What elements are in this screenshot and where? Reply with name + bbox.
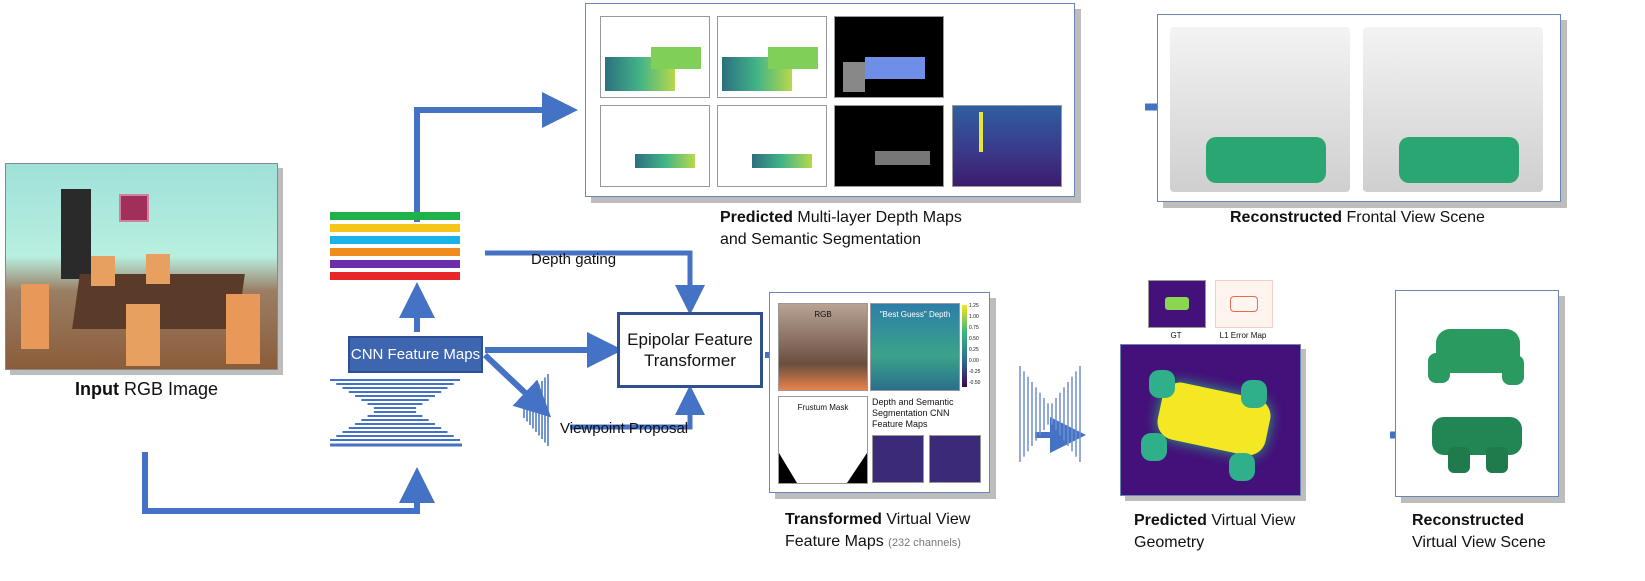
virtual-scene-caption-bold: Reconstructed	[1412, 512, 1525, 529]
colorbar-tick-label: -0.50	[969, 380, 981, 386]
frontal-caption-bold: Reconstructed	[1230, 209, 1343, 226]
segmentation-thumb	[834, 105, 944, 187]
depth-seg-label: Depth and Semantic Segmentation CNN Feat…	[872, 397, 954, 429]
layer-stack	[330, 212, 460, 280]
error-map-label: L1 Error Map	[1219, 331, 1267, 340]
epipolar-feature-transformer: Epipolar Feature Transformer	[617, 312, 763, 388]
predicted-geometry-caption: Predicted Virtual View Geometry	[1134, 510, 1295, 554]
error-map-thumb	[1215, 280, 1273, 328]
layer-bar	[330, 212, 460, 220]
input-caption: Input RGB Image	[75, 378, 218, 400]
arrow-cnn-to-viewpoint	[482, 352, 552, 418]
depth-map-thumb	[600, 105, 710, 187]
predicted-depth-caption-line2: and Semantic Segmentation	[720, 231, 922, 248]
arrow-depth-gating	[485, 250, 705, 315]
viewpoint-proposal-label: Viewpoint Proposal	[560, 420, 689, 437]
virtual-scene-caption-line2: Virtual View Scene	[1412, 534, 1546, 551]
virtual-scene-render	[1418, 311, 1536, 391]
colorbar-tick-label: 0.25	[969, 347, 979, 353]
virtual-scene-render	[1418, 403, 1536, 483]
layer-bar	[330, 260, 460, 268]
frustum-label: Frustum Mask	[797, 403, 849, 412]
virtual-scene-caption: Reconstructed Virtual View Scene	[1412, 510, 1546, 554]
cnn-label: CNN Feature Maps	[350, 346, 481, 363]
layer-bar	[330, 272, 460, 280]
cnn-feature-maps-box: CNN Feature Maps	[348, 336, 483, 373]
predicted-depth-panel	[585, 3, 1075, 197]
transformed-caption-rest: Virtual View	[886, 511, 971, 528]
layer-bar	[330, 248, 460, 256]
colorbar-tick-label: 1.00	[969, 314, 979, 320]
feature-map-thumb	[872, 435, 924, 483]
depth-map-thumb	[717, 105, 827, 187]
encoder-hourglass	[330, 379, 462, 447]
predicted-depth-caption-rest: Multi-layer Depth Maps	[797, 209, 962, 226]
transformed-caption-bold: Transformed	[785, 511, 882, 528]
best-guess-label: "Best Guess" Depth	[879, 310, 951, 319]
arrow-viewpoint-to-epipolar	[570, 385, 705, 430]
layer-bar	[330, 224, 460, 232]
depth-map-thumb	[600, 16, 710, 98]
colorbar-tick-label: -0.25	[969, 369, 981, 375]
transformed-features-panel: RGB "Best Guess" Depth 1.25 1.00 0.75 0.50 0…	[769, 292, 990, 493]
colorbar	[962, 305, 967, 387]
predicted-geometry-caption-bold: Predicted	[1134, 512, 1207, 529]
depth-heatmap-thumb	[952, 105, 1062, 187]
input-rgb-image	[5, 163, 278, 370]
predicted-depth-caption: Predicted Multi-layer Depth Maps and Sem…	[720, 207, 962, 251]
epipolar-label: Epipolar Feature Transformer	[627, 330, 753, 370]
depth-gating-label: Depth gating	[531, 251, 617, 268]
colorbar-tick-label: 0.50	[969, 336, 979, 342]
best-guess-depth-thumb: "Best Guess" Depth	[870, 303, 960, 391]
predicted-depth-caption-bold: Predicted	[720, 209, 793, 226]
colorbar-tick-label: 1.25	[969, 303, 979, 309]
segmentation-thumb	[834, 16, 944, 98]
predicted-geometry-caption-rest: Virtual View	[1211, 512, 1296, 529]
arrow-to-depth-maps	[414, 92, 578, 222]
frontal-view-panel	[1157, 14, 1561, 202]
colorbar-tick-label: 0.00	[969, 358, 979, 364]
frontal-scene-render	[1170, 27, 1350, 192]
layer-bar	[330, 236, 460, 244]
transformed-caption-line2: Feature Maps	[785, 533, 884, 550]
transformed-caption-channels: (232 channels)	[888, 537, 961, 549]
arrow-input-to-encoder	[142, 452, 435, 514]
virtual-scene-panel	[1395, 290, 1559, 497]
rgb-label: RGB	[814, 310, 832, 319]
viewpoint-fan	[523, 374, 549, 446]
transformed-caption: Transformed Virtual View Feature Maps (2…	[785, 509, 970, 554]
feature-map-thumb	[929, 435, 981, 483]
predicted-geometry-image	[1120, 344, 1301, 496]
input-caption-bold: Input	[75, 379, 119, 399]
frustum-mask-thumb: Frustum Mask	[778, 396, 868, 484]
input-caption-rest: RGB Image	[124, 379, 219, 399]
frontal-caption: Reconstructed Frontal View Scene	[1230, 207, 1485, 229]
geometry-hourglass	[1019, 366, 1081, 462]
frontal-scene-render	[1363, 27, 1543, 192]
gt-label: GT	[1170, 331, 1182, 340]
colorbar-tick-label: 0.75	[969, 325, 979, 331]
depth-map-thumb	[717, 16, 827, 98]
frontal-caption-rest: Frontal View Scene	[1346, 209, 1485, 226]
colorbar-ticks: 1.25 1.00 0.75 0.50 0.25 0.00 -0.25 -0.50	[969, 303, 989, 391]
predicted-geometry-caption-line2: Geometry	[1134, 534, 1205, 551]
rgb-thumb: RGB	[778, 303, 868, 391]
gt-thumb	[1148, 280, 1206, 328]
